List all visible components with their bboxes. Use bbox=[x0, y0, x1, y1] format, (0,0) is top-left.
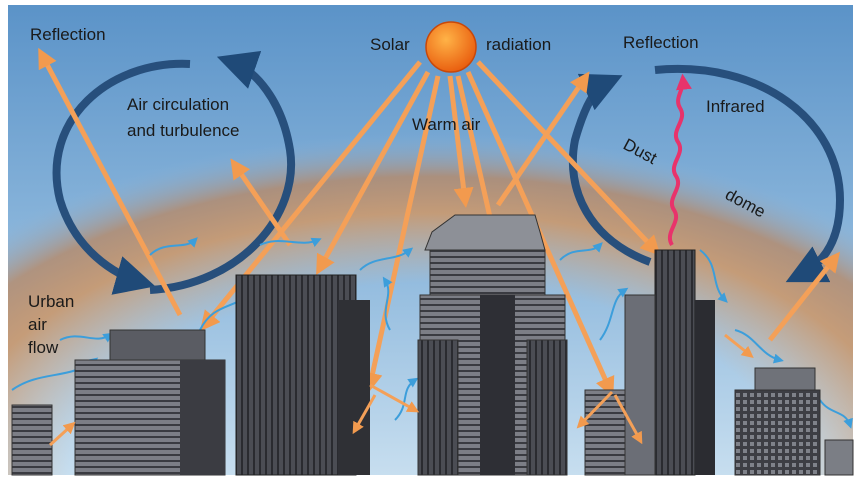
building-far-right-roof bbox=[754, 367, 816, 391]
label-turbulence: and turbulence bbox=[127, 121, 239, 140]
sun-icon bbox=[425, 21, 477, 73]
warm-air-ray bbox=[230, 158, 293, 247]
circulation-arrow-left-2 bbox=[149, 51, 296, 294]
building-right-side bbox=[695, 300, 715, 475]
tower-upper bbox=[429, 249, 546, 296]
building-right-tall bbox=[654, 249, 696, 476]
label-air-circulation: Air circulation bbox=[127, 95, 229, 114]
label-radiation: radiation bbox=[486, 35, 551, 54]
reflection-ray-left bbox=[38, 47, 183, 317]
reflection-ray-far-right bbox=[768, 251, 840, 342]
infrared-wave-arrow bbox=[668, 73, 692, 247]
label-urban: Urban bbox=[28, 292, 74, 311]
building-far-left bbox=[11, 404, 53, 476]
ground-reflection-arrows bbox=[48, 333, 754, 447]
tower-right-wing bbox=[526, 339, 568, 476]
label-warm-air: Warm air bbox=[412, 115, 481, 134]
city-skyline bbox=[11, 214, 854, 476]
label-reflection-right: Reflection bbox=[623, 33, 699, 52]
label-reflection-left: Reflection bbox=[30, 25, 106, 44]
building-right-low bbox=[584, 389, 626, 476]
building-right-step bbox=[624, 294, 656, 476]
building-far-right bbox=[734, 389, 821, 476]
building-center-left bbox=[235, 274, 357, 476]
building-corner bbox=[824, 439, 854, 476]
solar-ray-2 bbox=[316, 70, 431, 276]
tower-left-wing bbox=[417, 339, 459, 476]
label-air: air bbox=[28, 315, 47, 334]
reflection-ray-right bbox=[495, 71, 590, 207]
label-infrared: Infrared bbox=[706, 97, 765, 116]
label-flow: flow bbox=[28, 338, 59, 357]
solar-radiation-arrows bbox=[38, 47, 840, 398]
building-center-left-side bbox=[338, 300, 370, 475]
building-left-shadow bbox=[180, 360, 225, 475]
solar-ray-7 bbox=[476, 60, 661, 256]
circulation-arrow-right-1 bbox=[568, 73, 652, 266]
solar-ray-3 bbox=[362, 75, 441, 393]
solar-ray-4 bbox=[447, 75, 474, 208]
building-left-roof bbox=[109, 329, 206, 361]
label-solar: Solar bbox=[370, 35, 410, 54]
tower-shadow bbox=[480, 295, 515, 475]
circulation-arrow-left-1 bbox=[52, 59, 191, 295]
